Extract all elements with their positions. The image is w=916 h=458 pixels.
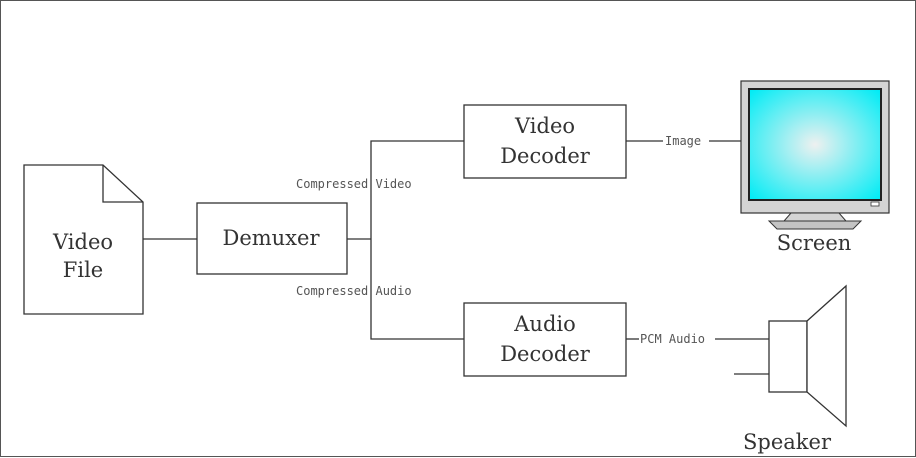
monitor-neck (782, 212, 848, 222)
audio-decoder-label-line2: Decoder (500, 342, 591, 366)
connectors (143, 140, 769, 375)
pcm-audio-label: PCM Audio (640, 332, 705, 346)
monitor-icon: Screen (740, 80, 890, 255)
video-file-label-line2: File (63, 258, 103, 282)
monitor-screen (750, 90, 880, 199)
demuxer-label: Demuxer (222, 226, 320, 250)
image-label: Image (665, 134, 701, 148)
demuxer-box (196, 202, 348, 275)
compressed-video-label: Compressed Video (296, 177, 412, 191)
speaker-cone (806, 284, 847, 428)
document-fold (102, 165, 143, 203)
audio-decoder-label-line1: Audio (513, 312, 576, 336)
compressed-audio-label: Compressed Audio (296, 284, 412, 298)
video-decoder-node: Video Decoder (463, 104, 627, 179)
video-decoder-box (463, 104, 627, 179)
audio-decoder-box (463, 302, 627, 377)
screen-label: Screen (777, 231, 852, 255)
monitor-stand (767, 220, 863, 230)
speaker-body (768, 320, 808, 393)
edge-compressed-audio (370, 239, 464, 340)
video-file-label-line1: Video (52, 230, 113, 254)
demuxer-node: Demuxer (196, 202, 348, 275)
video-decoder-label-line2: Decoder (500, 144, 591, 168)
video-decoder-label-line1: Video (514, 114, 575, 138)
edge-compressed-video (370, 140, 464, 239)
speaker-icon: Speaker (743, 284, 847, 454)
audio-decoder-node: Audio Decoder (463, 302, 627, 377)
monitor-power-led (870, 201, 880, 207)
video-file-node: Video File (23, 164, 144, 315)
speaker-label: Speaker (743, 430, 832, 454)
